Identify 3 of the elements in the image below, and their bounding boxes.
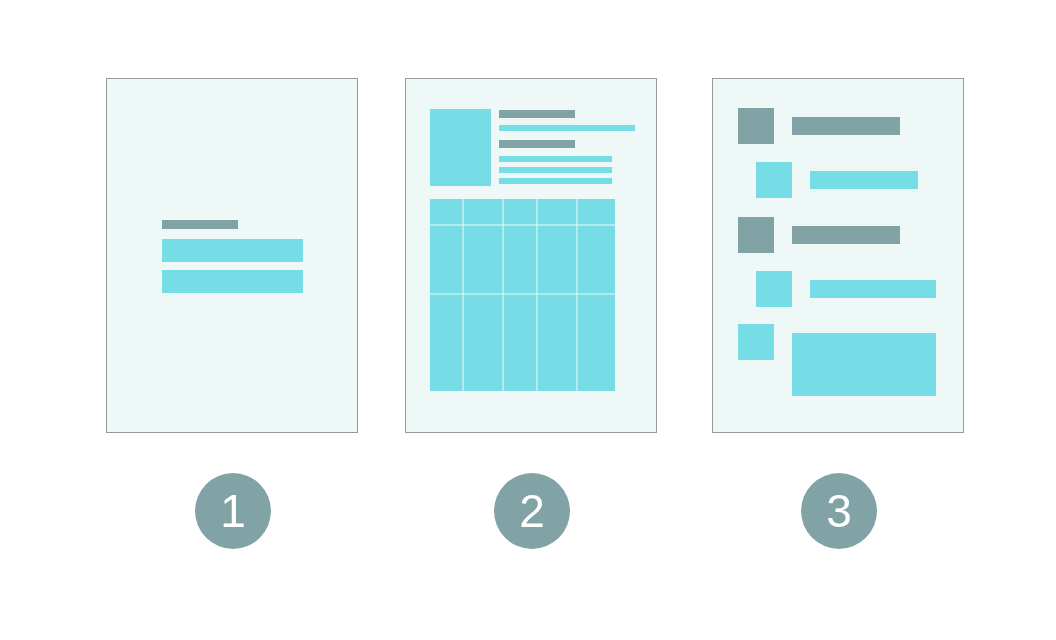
- callout-number: 3: [801, 473, 877, 549]
- callout-number: 2: [494, 473, 570, 549]
- callout-number: 1: [195, 473, 271, 549]
